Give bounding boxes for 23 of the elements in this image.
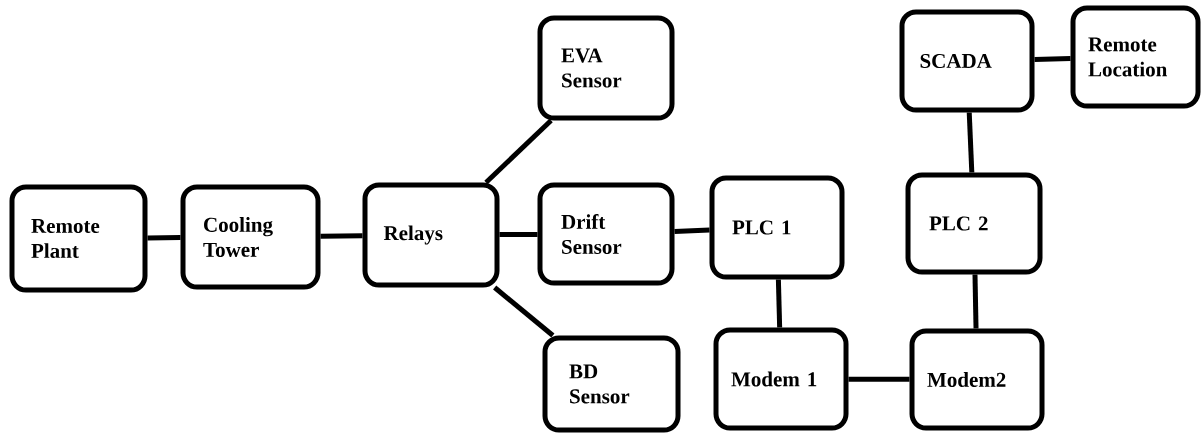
connector-line bbox=[775, 279, 783, 328]
connector-line bbox=[493, 285, 555, 338]
connector-line bbox=[320, 233, 363, 239]
process-box: BD Sensor bbox=[542, 335, 681, 433]
process-box: EVA Sensor bbox=[537, 15, 675, 121]
connector-line bbox=[147, 235, 181, 241]
process-box: Cooling Tower bbox=[180, 184, 321, 290]
connector-line bbox=[966, 112, 975, 173]
connector-line bbox=[499, 231, 538, 238]
connector-line bbox=[972, 274, 979, 329]
process-box: PLC 1 bbox=[709, 175, 845, 280]
process-box: Remote Plant bbox=[9, 184, 148, 293]
process-box: Remote Location bbox=[1070, 5, 1201, 109]
process-box: Modem2 bbox=[909, 328, 1045, 431]
connector-line bbox=[848, 376, 910, 382]
process-box: SCADA bbox=[899, 9, 1035, 113]
process-box: Drift Sensor bbox=[537, 182, 675, 286]
connector-line bbox=[484, 118, 553, 185]
process-box: PLC 2 bbox=[905, 172, 1043, 275]
process-box: Relays bbox=[362, 182, 500, 288]
process-box: Modem 1 bbox=[713, 327, 849, 431]
connector-line bbox=[1034, 56, 1071, 62]
connector-line bbox=[674, 227, 710, 234]
